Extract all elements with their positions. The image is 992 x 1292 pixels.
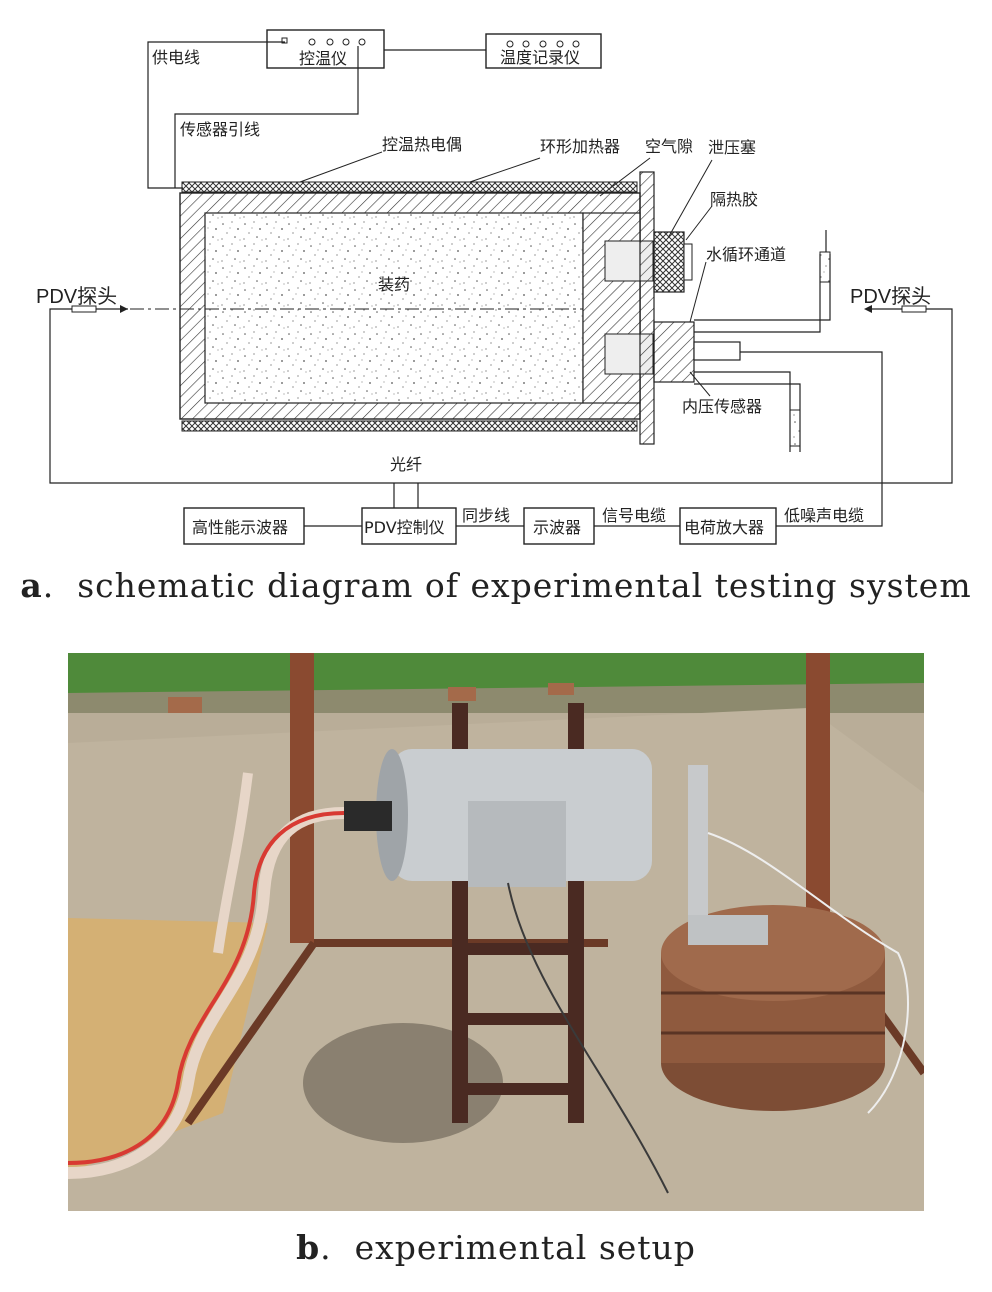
vent-plug-label: 泄压塞 bbox=[708, 138, 756, 157]
charge-amplifier-box bbox=[679, 507, 777, 545]
signal-cable-label: 信号电缆 bbox=[602, 506, 666, 525]
air-gap-label: 空气隙 bbox=[645, 137, 693, 156]
ring-heater-label: 环形加热器 bbox=[540, 137, 620, 156]
water-fitting bbox=[653, 321, 695, 383]
vent-plug bbox=[653, 231, 685, 293]
low-noise-cable bbox=[740, 351, 883, 527]
ring-heater-bottom bbox=[181, 420, 638, 432]
caption-a: a. schematic diagram of experimental tes… bbox=[20, 566, 972, 605]
experimental-setup-photo bbox=[68, 653, 924, 1211]
caption-a-text: schematic diagram of experimental testin… bbox=[77, 566, 972, 605]
caption-b-tag: b bbox=[296, 1228, 321, 1267]
flange bbox=[639, 171, 655, 445]
charge-amplifier-label: 电荷放大器 bbox=[684, 518, 764, 537]
sync-line-label: 同步线 bbox=[462, 506, 510, 525]
sensor-lead-label: 传感器引线 bbox=[180, 120, 260, 139]
caption-b: b. experimental setup bbox=[296, 1228, 696, 1267]
caption-b-text: experimental setup bbox=[354, 1228, 696, 1267]
fiber-label: 光纤 bbox=[390, 455, 422, 474]
sensor-lead bbox=[174, 46, 359, 188]
thermocouple-label: 控温热电偶 bbox=[382, 135, 462, 154]
pdv-probe-right-label: PDV探头 bbox=[850, 285, 931, 308]
power-line bbox=[147, 41, 285, 189]
insulating-glue-label: 隔热胶 bbox=[710, 190, 758, 209]
pdv-probe-right bbox=[901, 305, 927, 313]
pressure-sensor bbox=[693, 341, 741, 361]
schematic-diagram: 控温仪 温度记录仪 供电线 传感器引线 控温热电偶 环形加热器 空气隙 泄压塞 … bbox=[36, 29, 953, 545]
water-channel-label: 水循环通道 bbox=[706, 245, 786, 264]
oscilloscope-hp-label: 高性能示波器 bbox=[192, 518, 288, 537]
pdv-controller-label: PDV控制仪 bbox=[364, 518, 445, 537]
temp-controller-box bbox=[266, 29, 385, 69]
temp-recorder-box bbox=[485, 33, 602, 69]
caption-a-tag: a bbox=[20, 566, 43, 605]
charge-label: 装药 bbox=[378, 275, 410, 294]
temp-recorder-label: 温度记录仪 bbox=[500, 48, 580, 67]
ring-heater-top bbox=[181, 181, 638, 193]
pdv-probe-left bbox=[71, 305, 97, 313]
power-line-label: 供电线 bbox=[152, 48, 200, 67]
low-noise-cable-label: 低噪声电缆 bbox=[784, 506, 864, 525]
oscilloscope-hp-box bbox=[183, 507, 305, 545]
oscilloscope-box bbox=[523, 507, 595, 545]
oscilloscope-label: 示波器 bbox=[533, 518, 581, 537]
pdv-probe-left-label: PDV探头 bbox=[36, 285, 117, 308]
temp-controller-label: 控温仪 bbox=[299, 49, 347, 68]
pressure-sensor-label: 内压传感器 bbox=[682, 397, 762, 416]
